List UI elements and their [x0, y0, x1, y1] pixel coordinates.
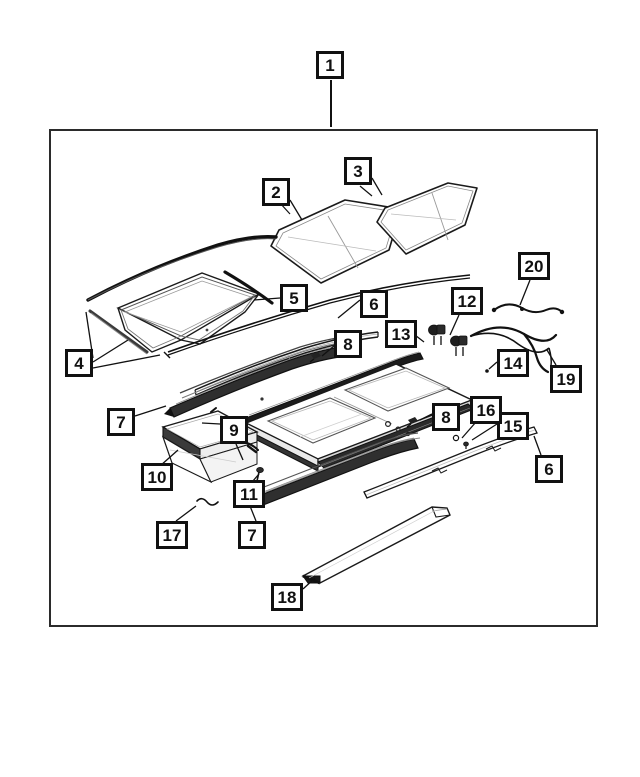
- drain-tube: [469, 326, 558, 374]
- callout-12[interactable]: 12: [451, 287, 483, 315]
- callout-18[interactable]: 18: [271, 583, 303, 611]
- rear-glass-panel: [359, 182, 478, 255]
- drain-hose-clip: [196, 497, 219, 506]
- callout-6-upper[interactable]: 6: [360, 290, 388, 318]
- callout-7-upper[interactable]: 7: [107, 408, 135, 436]
- callout-11[interactable]: 11: [233, 480, 265, 508]
- headliner-trim-panel: [301, 506, 451, 585]
- callout-9[interactable]: 9: [220, 416, 248, 444]
- callout-14[interactable]: 14: [497, 349, 529, 377]
- callout-16[interactable]: 16: [470, 396, 502, 424]
- callout-17[interactable]: 17: [156, 521, 188, 549]
- callout-8-lower[interactable]: 8: [432, 403, 460, 431]
- callout-19[interactable]: 19: [550, 365, 582, 393]
- callout-4[interactable]: 4: [65, 349, 93, 377]
- washer-and-nut-fasteners: [452, 434, 469, 449]
- callout-15[interactable]: 15: [497, 412, 529, 440]
- callout-7-lower[interactable]: 7: [238, 521, 266, 549]
- callout-6-lower[interactable]: 6: [535, 455, 563, 483]
- callout-2[interactable]: 2: [262, 178, 290, 206]
- callout-10[interactable]: 10: [141, 463, 173, 491]
- drive-motor-connectors: [428, 324, 468, 356]
- small-fastener: [485, 369, 489, 373]
- callout-5[interactable]: 5: [280, 284, 308, 312]
- callout-3[interactable]: 3: [344, 157, 372, 185]
- callout-13[interactable]: 13: [385, 320, 417, 348]
- wiring-harness: [491, 303, 565, 315]
- upper-trim-strips: [86, 234, 471, 359]
- callout-8-upper[interactable]: 8: [334, 330, 362, 358]
- callout-1[interactable]: 1: [316, 51, 344, 79]
- screw-fastener: [256, 466, 264, 482]
- mounting-clip-lower: [406, 417, 418, 428]
- callout-20[interactable]: 20: [518, 252, 550, 280]
- mounting-clip-upper: [309, 352, 321, 363]
